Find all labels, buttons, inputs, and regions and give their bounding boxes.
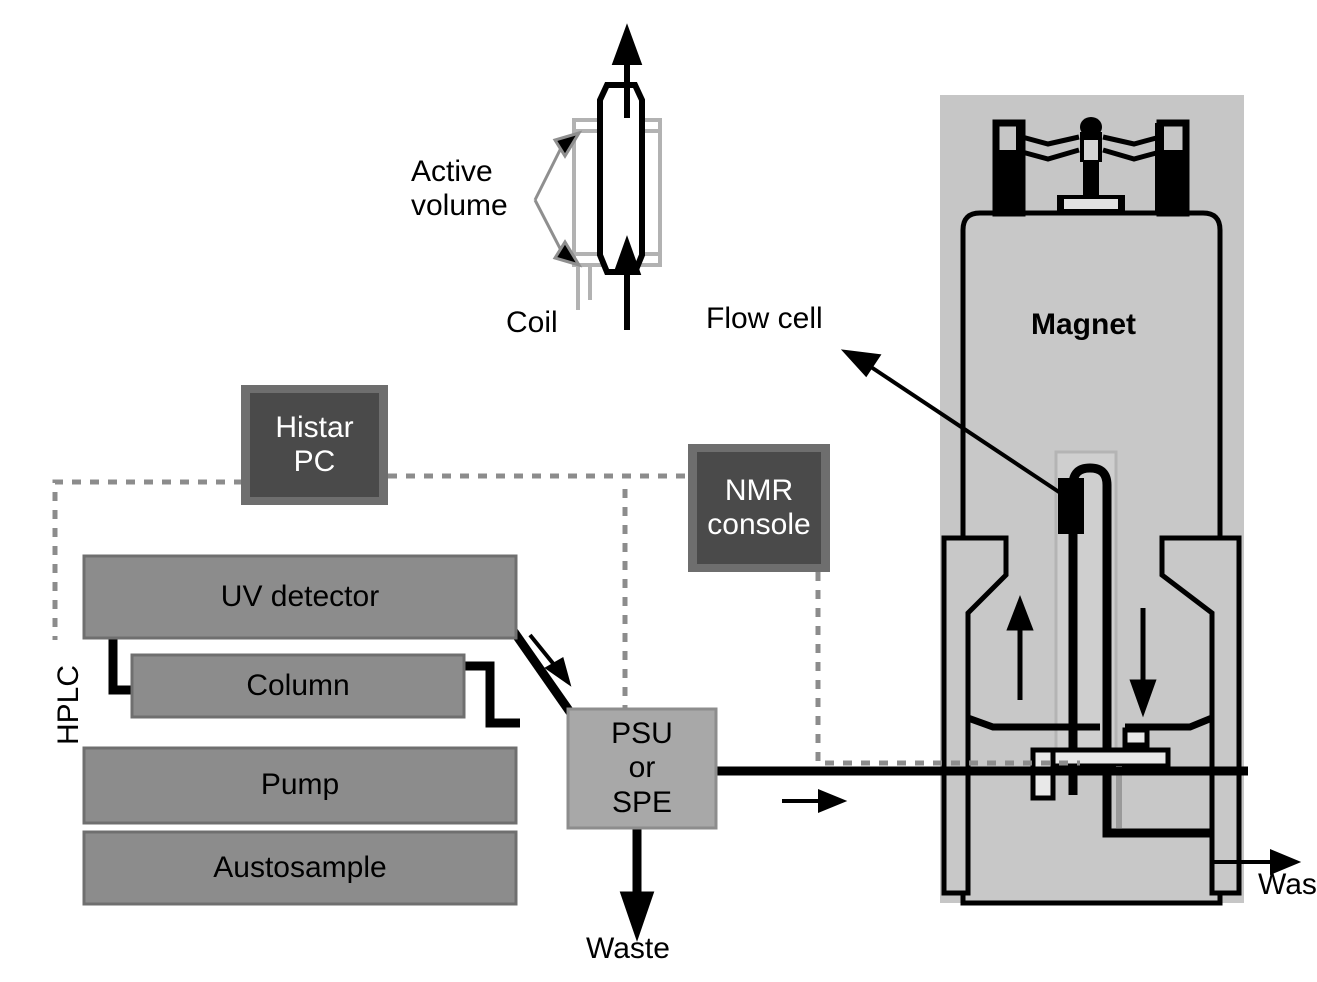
histar-pc-label: Histar PC — [275, 410, 354, 478]
nmr-console-box[interactable] — [688, 444, 830, 572]
uv-detector-label: UV detector — [220, 579, 380, 613]
column-outlet-tube — [463, 661, 520, 728]
magnet-left-port — [992, 119, 1026, 217]
coil-label: Coil — [506, 306, 558, 339]
arrow-down-right-icon — [528, 633, 572, 687]
flow-cell-block — [1058, 478, 1084, 534]
nmr-console-label: NMR console — [707, 473, 811, 541]
psu-spe-block[interactable] — [566, 707, 718, 830]
magnet-pole-right — [1159, 535, 1242, 896]
magnet-top-transfer-lines — [1021, 134, 1161, 162]
arrow-up-icon-bore — [1006, 595, 1034, 700]
control-signal-lines — [52, 473, 1080, 766]
arrow-right-icon-to-magnet — [782, 789, 848, 813]
magnet-pole-left — [941, 535, 1009, 896]
active-volume-label: Active volume — [411, 155, 508, 222]
magnet-right-port — [1155, 119, 1190, 217]
flow-cell-callout-arrow — [840, 349, 1070, 500]
uv-to-psu-tube — [508, 626, 574, 715]
magnet-center-valve — [1057, 117, 1125, 213]
active-volume-callout — [533, 130, 583, 268]
probe-shelf — [966, 714, 1214, 731]
waste-bottom-label: Waste — [586, 932, 670, 965]
magnet-waste-line — [1212, 849, 1302, 875]
hplc-module-blocks — [82, 554, 518, 906]
column-label: Column — [246, 668, 350, 702]
uv-detector-block — [82, 554, 518, 640]
histar-pc-box[interactable] — [241, 385, 388, 505]
psu-waste-line — [619, 828, 655, 942]
flow-cell-glass — [597, 82, 645, 275]
autosampler-label: Austosample — [213, 850, 387, 884]
flow-cell-label: Flow cell — [706, 302, 823, 335]
arrow-down-icon-bore — [1129, 608, 1157, 718]
psu-spe-label: PSU or SPE — [611, 717, 673, 819]
waste-right-label: Wast — [1258, 868, 1317, 901]
column-block — [130, 653, 466, 719]
pump-label: Pump — [260, 768, 340, 802]
autosampler-block — [82, 830, 518, 906]
magnet-label: Magnet — [1031, 308, 1136, 341]
flow-cell-flow-arrows — [611, 23, 643, 330]
pump-block — [82, 746, 518, 825]
